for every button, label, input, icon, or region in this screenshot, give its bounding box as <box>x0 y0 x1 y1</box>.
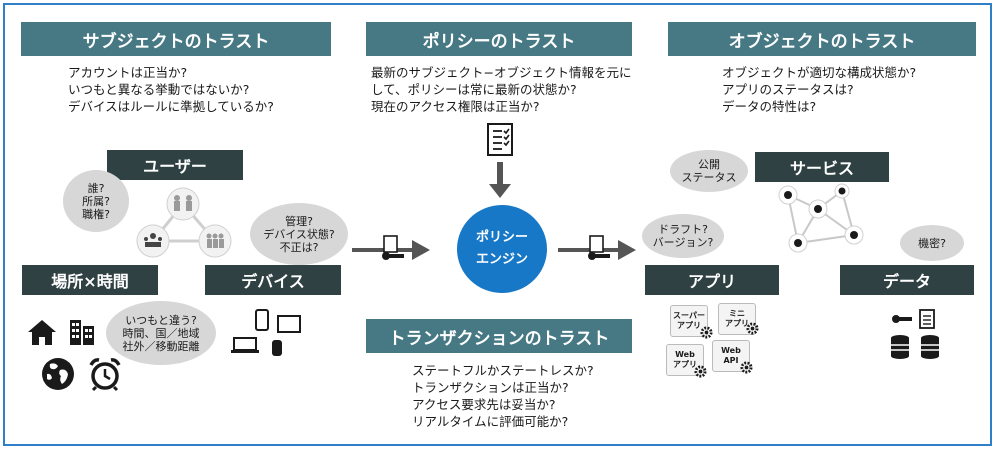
app-tile-text: ミニ <box>729 309 745 318</box>
policy-questions: 最新のサブジェクト−オブジェクト情報を元に して、ポリシーは常に最新の状態か? … <box>371 64 631 115</box>
policy-engine-line: エンジン <box>475 252 528 267</box>
subject-question: デバイスはルールに準拠しているか? <box>68 99 274 114</box>
object-question: アプリのステータスは? <box>722 82 854 97</box>
device-bubble-line: 不正は? <box>279 240 319 254</box>
gear-icon <box>746 322 759 335</box>
location-bubble-line: 時間、国／地域 <box>122 326 200 340</box>
diagram-frame <box>3 3 992 446</box>
location-bubble-line: 社外／移動距離 <box>122 339 200 353</box>
service-bubble-line: 公開 <box>698 158 720 171</box>
policy-engine-line: ポリシー <box>475 230 528 245</box>
device-bubble-line: 管理? <box>285 214 313 228</box>
object-question: オブジェクトが適切な構成状態か? <box>722 65 917 80</box>
checklist-document-icon <box>487 123 513 156</box>
data-bubble-line: 機密? <box>918 236 946 250</box>
policy-trust-header: ポリシーのトラスト <box>366 22 632 56</box>
app-bubble-line: ドラフト? <box>658 223 708 236</box>
transaction-questions: ステートフルかステートレスか? トランザクションは正当か? アクセス要求先は妥当… <box>412 362 594 430</box>
service-label: サービス <box>755 152 889 182</box>
transaction-question: アクセス要求先は妥当か? <box>412 397 556 412</box>
mini-app-tile: ミニ アプリ <box>718 303 756 335</box>
app-bubble: ドラフト? バージョン? <box>642 214 724 258</box>
device-bubble-line: デバイス状態? <box>263 227 335 241</box>
super-app-tile: スーパー アプリ <box>670 305 708 337</box>
transaction-question: リアルタイムに評価可能か? <box>412 414 569 429</box>
service-bubble: 公開 ステータス <box>670 150 748 192</box>
gear-icon <box>694 365 707 378</box>
devices-icon <box>231 309 301 356</box>
arrow-down-icon <box>489 162 511 198</box>
user-bubble-line: 職権? <box>82 207 110 221</box>
device-bubble: 管理? デバイス状態? 不正は? <box>250 203 348 265</box>
access-request-arrow-left <box>352 235 430 260</box>
app-tile-text: アプリ <box>673 360 697 369</box>
app-label: アプリ <box>645 265 779 295</box>
app-bubble-line: バージョン? <box>652 236 714 249</box>
subject-question: いつもと異なる挙動ではないか? <box>68 82 250 97</box>
subject-question: アカウントは正当か? <box>68 65 188 80</box>
app-tile-text: Web <box>675 350 695 359</box>
globe-icon <box>42 358 74 390</box>
app-tile-text: アプリ <box>725 319 749 328</box>
location-bubble: いつもと違う? 時間、国／地域 社外／移動距離 <box>106 301 216 365</box>
app-tile-text: スーパー <box>673 311 705 320</box>
data-bubble: 機密? <box>900 225 964 261</box>
policy-question: 現在のアクセス権限は正当か? <box>371 99 540 114</box>
app-tile-text: アプリ <box>677 321 701 330</box>
transaction-question: ステートフルかステートレスか? <box>412 363 594 378</box>
alarm-clock-icon <box>89 358 121 392</box>
app-tile-text: API <box>723 356 739 365</box>
data-storage-icon <box>891 309 939 359</box>
data-label: データ <box>840 265 974 295</box>
user-bubble-line: 誰? <box>87 181 105 195</box>
device-label: デバイス <box>205 265 341 295</box>
service-network-icon <box>778 183 864 253</box>
user-groups-icon <box>136 187 232 258</box>
web-api-tile: Web API <box>712 340 750 372</box>
user-bubble: 誰? 所属? 職権? <box>63 170 129 232</box>
home-icon <box>28 320 56 345</box>
object-questions: オブジェクトが適切な構成状態か? アプリのステータスは? データの特性は? <box>722 64 916 115</box>
user-bubble-line: 所属? <box>82 194 110 208</box>
location-bubble-line: いつもと違う? <box>125 313 197 327</box>
gear-icon <box>740 361 753 374</box>
service-bubble-line: ステータス <box>681 171 737 184</box>
access-request-arrow-right <box>558 235 636 260</box>
subject-questions: アカウントは正当か? いつもと異なる挙動ではないか? デバイスはルールに準拠して… <box>68 64 274 115</box>
object-question: データの特性は? <box>722 99 817 114</box>
web-app-tile: Web アプリ <box>666 344 704 376</box>
office-building-icon <box>70 320 94 345</box>
policy-question: 最新のサブジェクト−オブジェクト情報を元に <box>371 65 632 80</box>
transaction-question: トランザクションは正当か? <box>412 380 569 395</box>
app-tile-text: Web <box>721 346 741 355</box>
location-time-label: 場所×時間 <box>22 265 158 295</box>
subject-trust-header: サブジェクトのトラスト <box>21 22 331 56</box>
policy-engine: ポリシー エンジン <box>457 205 547 293</box>
object-trust-header: オブジェクトのトラスト <box>668 22 976 56</box>
user-label: ユーザー <box>107 150 243 180</box>
policy-question: して、ポリシーは常に最新の状態か? <box>371 82 577 97</box>
transaction-trust-header: トランザクションのトラスト <box>366 319 632 353</box>
gear-icon <box>700 326 713 339</box>
